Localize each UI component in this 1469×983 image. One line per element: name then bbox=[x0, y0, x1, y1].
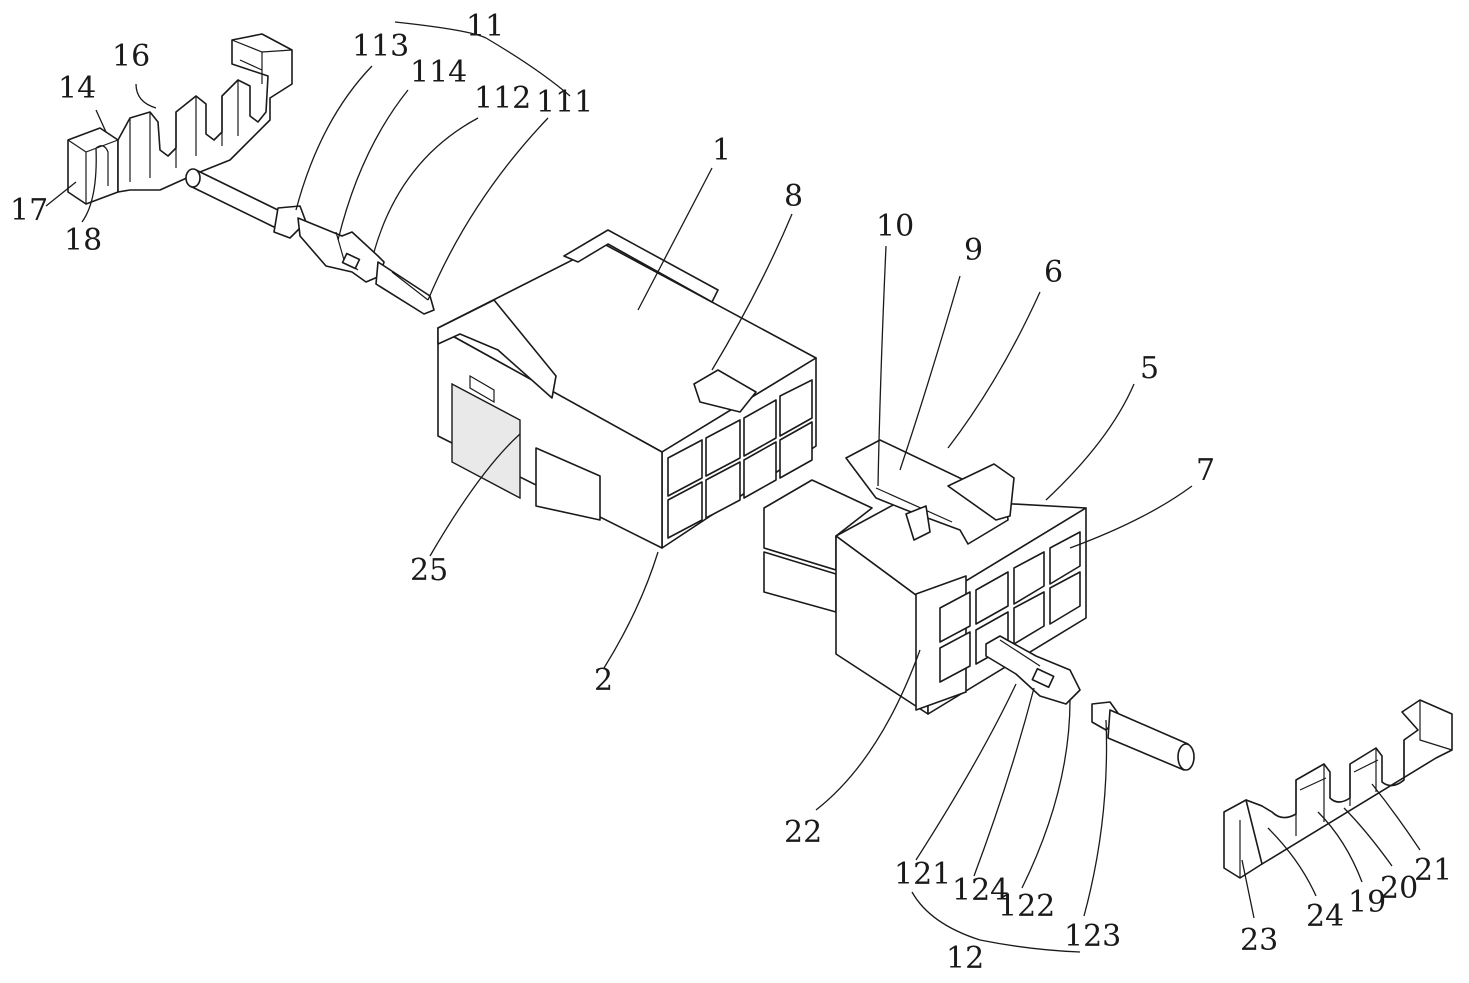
label-14: 14 bbox=[58, 71, 96, 106]
label-2: 2 bbox=[594, 663, 613, 698]
label-18: 18 bbox=[64, 223, 102, 258]
housing-5-cavities bbox=[939, 531, 1081, 683]
label-9: 9 bbox=[964, 233, 983, 268]
label-12: 12 bbox=[946, 941, 984, 976]
label-122: 122 bbox=[998, 889, 1055, 924]
housing-1-cavities bbox=[667, 379, 813, 539]
label-20: 20 bbox=[1380, 871, 1418, 906]
label-16: 16 bbox=[112, 39, 150, 74]
label-7: 7 bbox=[1196, 453, 1215, 488]
label-124: 124 bbox=[952, 873, 1009, 908]
upper-left-terminal bbox=[185, 168, 435, 315]
housing-5 bbox=[763, 439, 1087, 715]
lower-right-terminal bbox=[985, 635, 1195, 771]
upper-left-retainer-comb bbox=[67, 33, 293, 205]
label-24: 24 bbox=[1306, 899, 1344, 934]
label-8: 8 bbox=[784, 179, 803, 214]
label-17: 17 bbox=[10, 193, 48, 228]
label-1: 1 bbox=[712, 133, 731, 168]
label-113: 113 bbox=[352, 29, 409, 64]
label-5: 5 bbox=[1140, 351, 1159, 386]
label-121: 121 bbox=[894, 857, 951, 892]
lower-right-retainer-comb bbox=[1223, 699, 1453, 879]
label-11: 11 bbox=[466, 9, 504, 44]
label-19: 19 bbox=[1348, 885, 1386, 920]
label-22: 22 bbox=[784, 815, 822, 850]
label-25: 25 bbox=[410, 553, 448, 588]
label-111: 111 bbox=[536, 85, 593, 120]
label-123: 123 bbox=[1064, 919, 1121, 954]
label-21: 21 bbox=[1414, 853, 1452, 888]
leader-lines bbox=[45, 21, 1421, 953]
label-6: 6 bbox=[1044, 255, 1063, 290]
housing-1 bbox=[437, 229, 817, 549]
label-114: 114 bbox=[410, 55, 467, 90]
label-23: 23 bbox=[1240, 923, 1278, 958]
label-112: 112 bbox=[474, 81, 531, 116]
label-10: 10 bbox=[876, 209, 914, 244]
reference-labels: 11 113 114 112 111 16 14 17 18 1 8 10 9 … bbox=[10, 9, 1452, 976]
